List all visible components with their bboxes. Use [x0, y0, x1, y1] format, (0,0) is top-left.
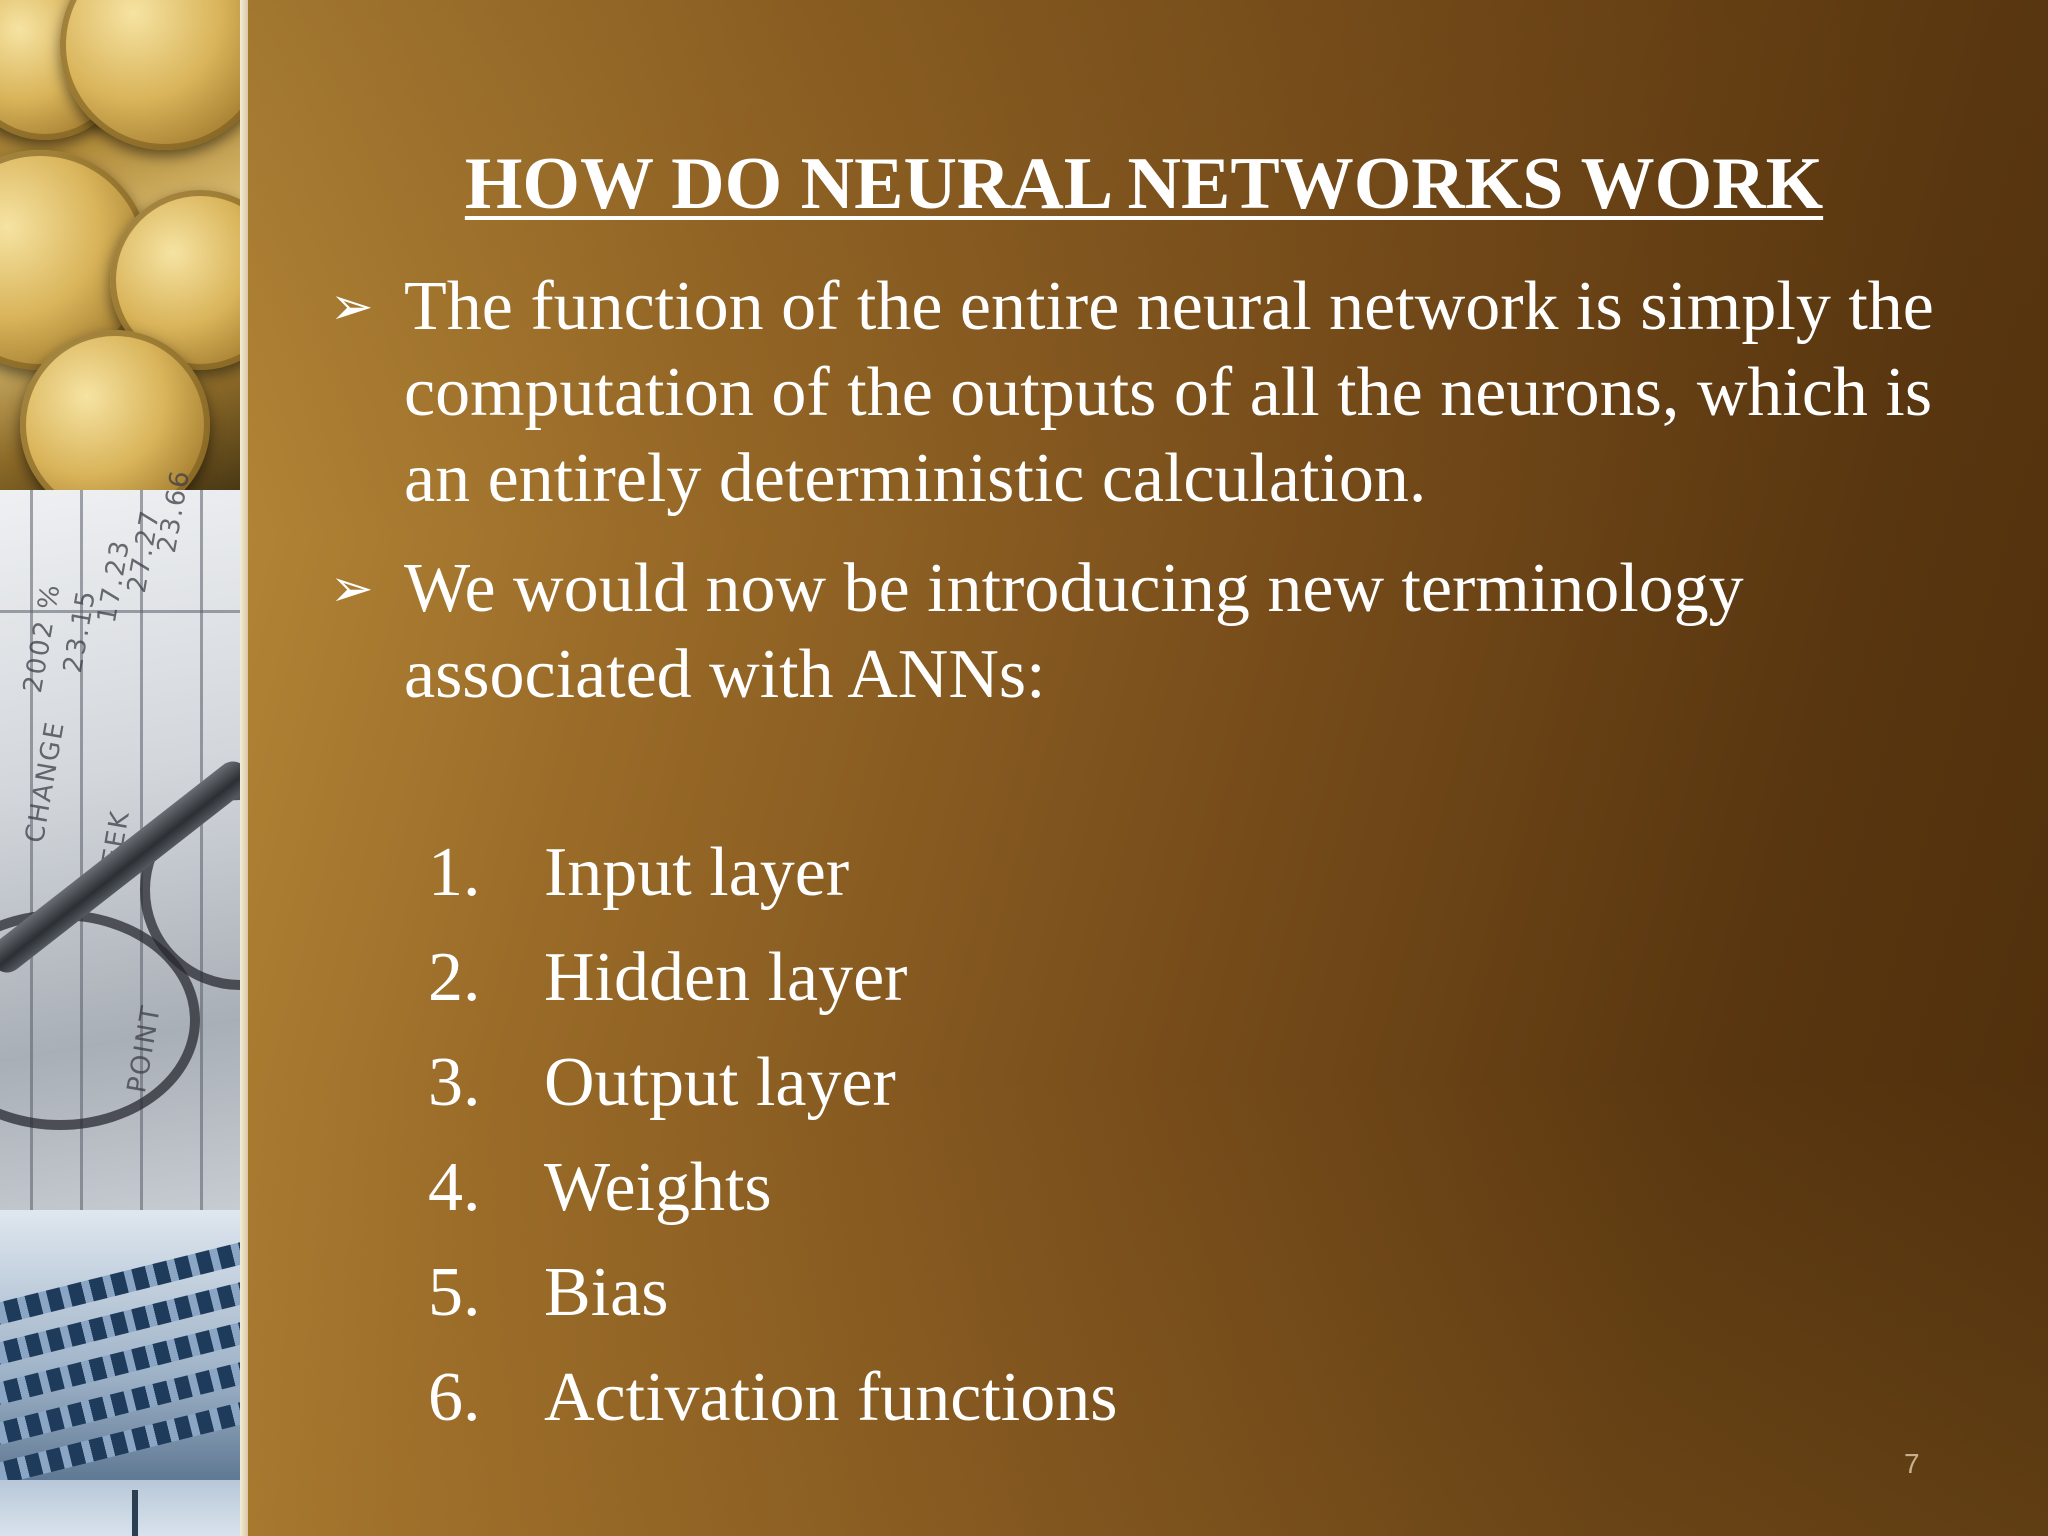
item-label: Weights [544, 1149, 772, 1226]
coins-photo [0, 0, 240, 520]
item-label: Input layer [544, 834, 850, 911]
item-label: Hidden layer [544, 939, 908, 1016]
financial-paper-photo: 2002 % 23.15 17.23 27.27 23.66 CHANGE WE… [0, 467, 240, 1210]
item-number: 6. [428, 1359, 481, 1436]
bullet-item: ➢ The function of the entire neural netw… [330, 264, 1950, 522]
list-item: 5. Bias [428, 1240, 1118, 1345]
paper-figure: 2002 % [18, 580, 67, 696]
item-number: 4. [428, 1149, 481, 1226]
bullet-list: ➢ The function of the entire neural netw… [330, 264, 1950, 742]
item-number: 3. [428, 1044, 481, 1121]
list-item: 4. Weights [428, 1135, 1118, 1240]
list-item: 1. Input layer [428, 820, 1118, 925]
item-number: 1. [428, 834, 481, 911]
arrow-bullet-icon: ➢ [330, 277, 374, 337]
item-number: 2. [428, 939, 481, 1016]
list-item: 6. Activation functions [428, 1345, 1118, 1450]
item-label: Activation functions [544, 1359, 1118, 1436]
decorative-photo-strip: 2002 % 23.15 17.23 27.27 23.66 CHANGE WE… [0, 0, 240, 1536]
item-label: Bias [544, 1254, 669, 1331]
strip-border [240, 0, 248, 1536]
paper-word: CHANGE [20, 718, 71, 846]
building-base [0, 1480, 240, 1536]
bullet-text: We would now be introducing new terminol… [404, 550, 1744, 713]
bullet-text: The function of the entire neural networ… [404, 268, 1934, 517]
list-item: 2. Hidden layer [428, 925, 1118, 1030]
slide-title: HOW DO NEURAL NETWORKS WORK [464, 143, 1824, 225]
terminology-list: 1. Input layer 2. Hidden layer 3. Output la… [428, 820, 1118, 1450]
page-number: 7 [1904, 1448, 1920, 1479]
list-item: 3. Output layer [428, 1030, 1118, 1135]
arrow-bullet-icon: ➢ [330, 559, 374, 619]
item-number: 5. [428, 1254, 481, 1331]
coin-image [20, 330, 210, 520]
building-post [132, 1490, 138, 1536]
glasses-image [0, 910, 200, 1130]
item-label: Output layer [544, 1044, 896, 1121]
bullet-item: ➢ We would now be introducing new termin… [330, 546, 1950, 718]
slide-background [240, 0, 2048, 1536]
